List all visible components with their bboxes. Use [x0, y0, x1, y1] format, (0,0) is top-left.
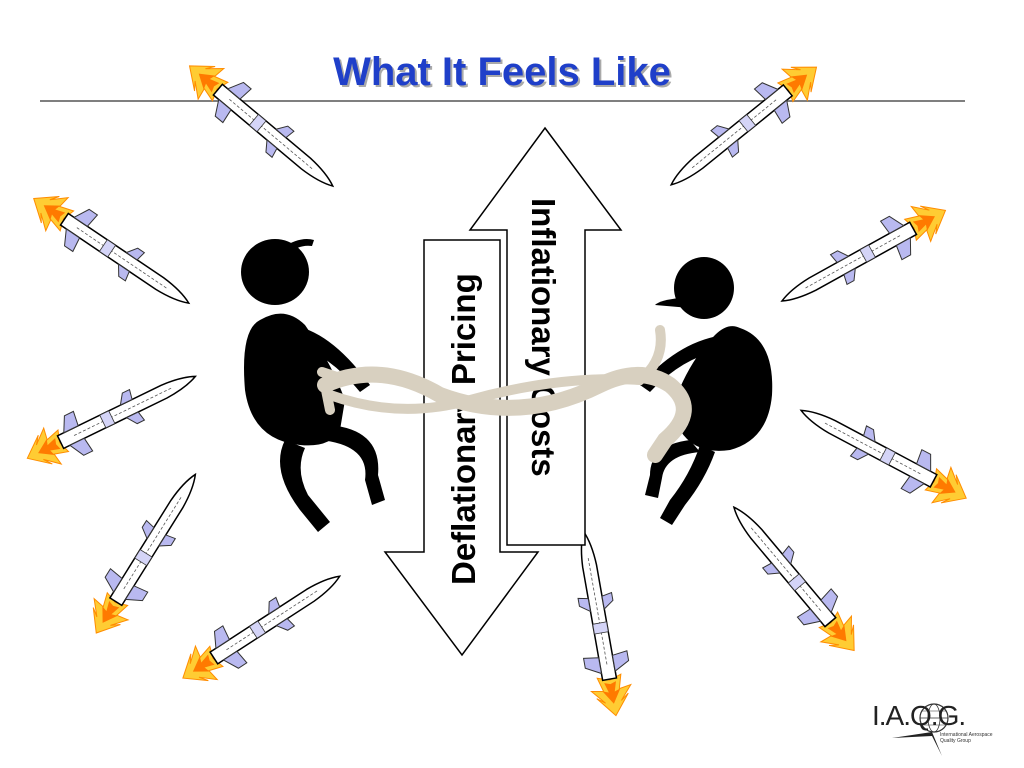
- missile-icon: [770, 190, 957, 322]
- logo-text: I.A.Q.G.: [872, 700, 966, 731]
- missile-icon: [561, 526, 639, 721]
- missile-icon: [790, 390, 978, 519]
- left-figure: [241, 239, 385, 532]
- missile-icon: [716, 492, 872, 666]
- logo-subtitle-line1: International Aerospace: [940, 732, 993, 738]
- right-figure: [640, 257, 773, 525]
- deflationary-pricing-label: Deflationary Pricing: [445, 273, 482, 585]
- logo-subtitle-line2: Quality Group: [940, 738, 971, 744]
- rope: [317, 366, 692, 463]
- missile-icon: [174, 48, 348, 204]
- up-arrow: [468, 126, 623, 546]
- title-divider: [40, 100, 965, 102]
- missile-icon: [20, 179, 202, 323]
- missile-icon: [656, 49, 832, 203]
- inflationary-costs-label: Inflationary Costs: [525, 198, 562, 477]
- missile-icon: [16, 355, 206, 479]
- slide-title: What It Feels Like: [333, 50, 671, 94]
- rope-end: [317, 367, 345, 415]
- rope: [325, 325, 666, 414]
- globe-icon: [892, 703, 949, 756]
- iaqg-logo: I.A.Q.G. International Aerospace Quality…: [872, 698, 993, 760]
- missile-icon: [170, 557, 353, 698]
- missile-icon: [76, 462, 215, 646]
- down-arrow: [383, 239, 540, 657]
